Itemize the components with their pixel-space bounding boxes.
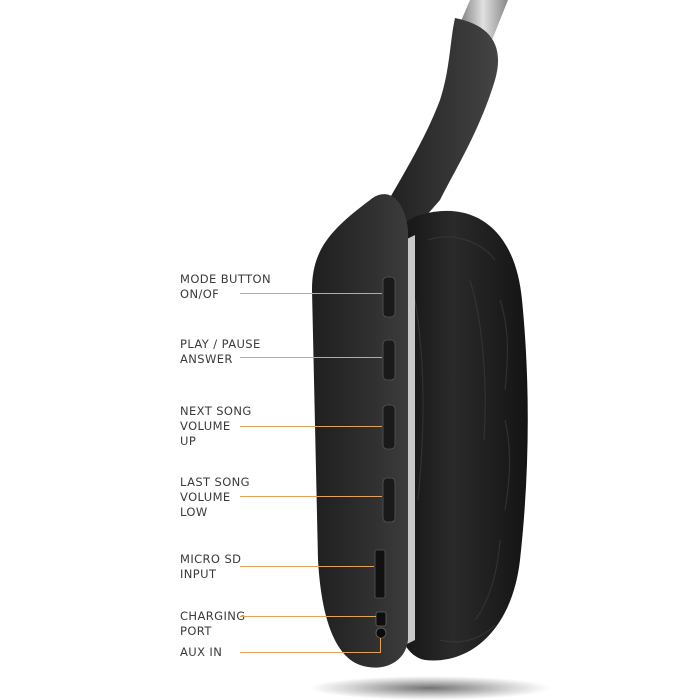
floor-shadow (310, 676, 550, 700)
headband (380, 18, 499, 240)
leader-play-pause (240, 357, 382, 358)
label-charging-port: CHARGING PORT (180, 609, 246, 638)
label-last-song: LAST SONG VOLUME LOW (180, 475, 250, 519)
leader-charging-port (240, 616, 376, 617)
leader-micro-sd (240, 566, 374, 567)
label-play-pause: PLAY / PAUSE ANSWER (180, 337, 261, 366)
label-micro-sd: MICRO SD INPUT (180, 552, 242, 581)
charging-port (375, 611, 387, 627)
label-next-song: NEXT SONG VOLUME UP (180, 404, 252, 448)
cushion-texture (414, 236, 511, 643)
leader-next-song (240, 426, 382, 427)
next-button (382, 404, 396, 450)
leader-last-song (240, 496, 382, 497)
leader-aux-in-riser (380, 638, 381, 652)
label-aux-in: AUX IN (180, 645, 223, 659)
aux-jack (375, 627, 387, 639)
microsd-slot (374, 549, 386, 599)
play-button (382, 339, 396, 381)
last-button (382, 477, 396, 523)
leader-mode-button (240, 293, 382, 294)
label-mode-button: MODE BUTTON ON/OF (180, 272, 271, 301)
leader-aux-in (240, 652, 381, 653)
ear-cushion (392, 210, 528, 661)
mode-button (382, 276, 396, 318)
